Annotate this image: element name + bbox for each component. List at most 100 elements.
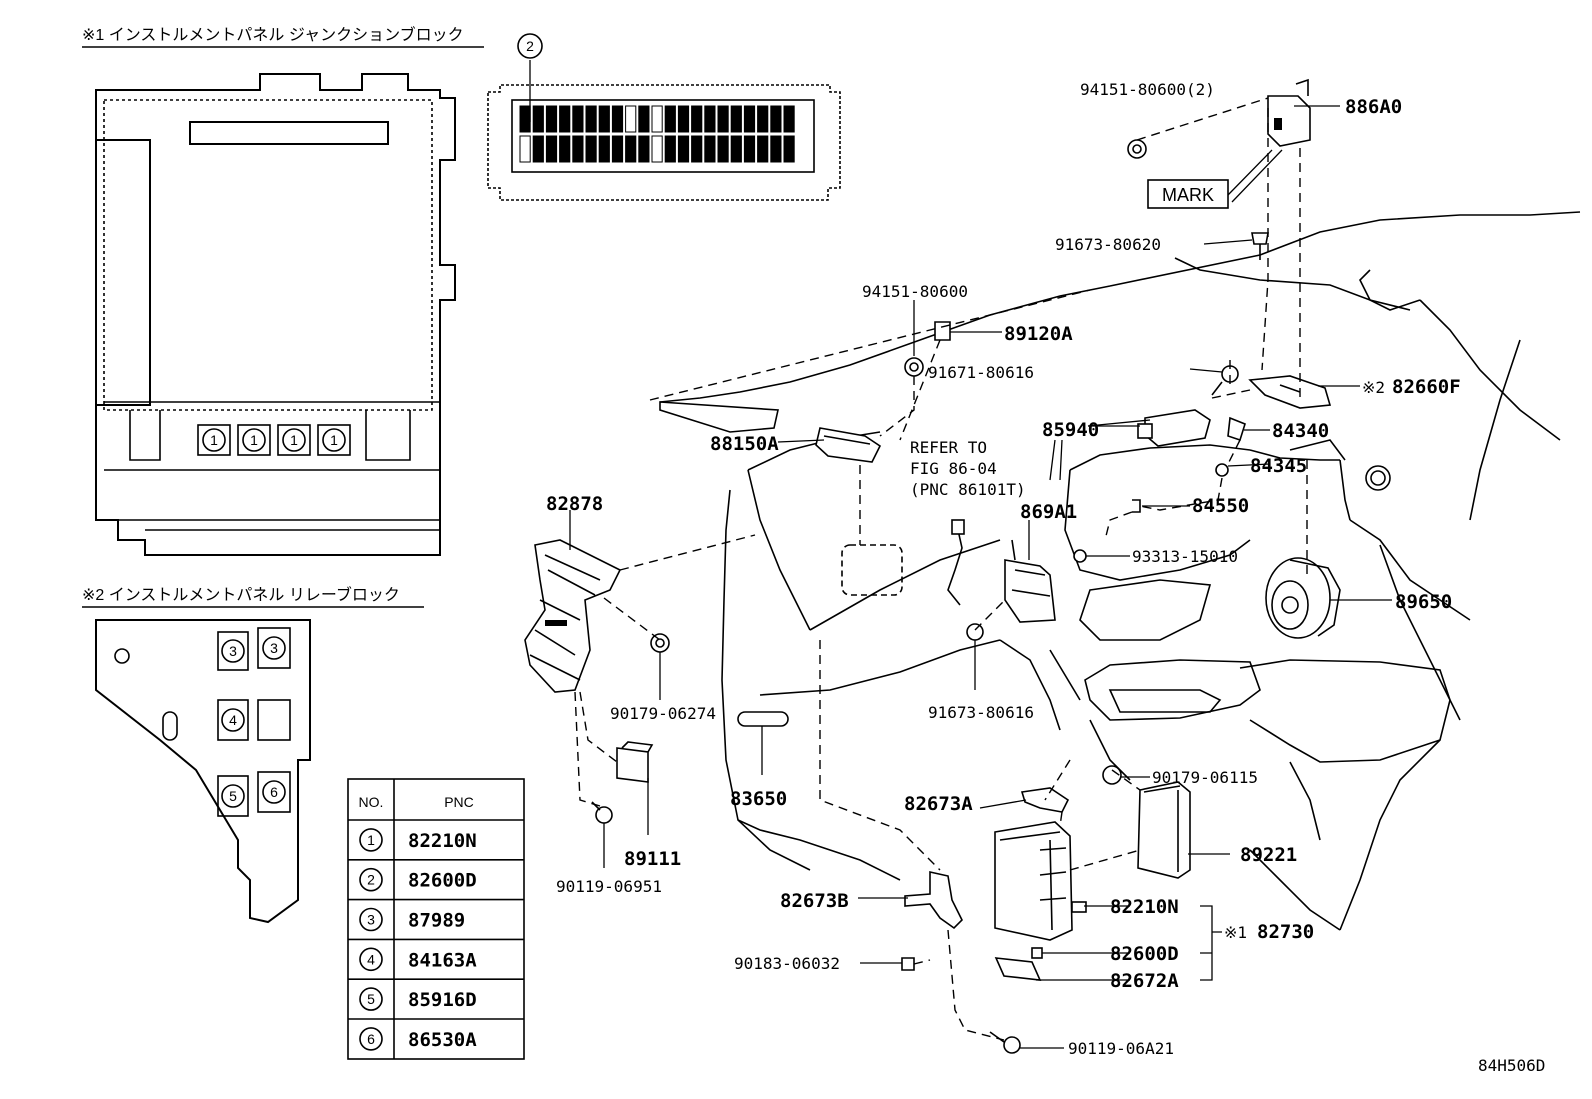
junction-block-drawing	[95, 73, 456, 556]
label-90119-06A21: 90119-06A21	[1068, 1039, 1174, 1058]
pnc-table-row-number: 6	[367, 1031, 375, 1047]
connector-strip-cell	[638, 135, 650, 163]
fuse-82600D	[1031, 947, 1043, 959]
pnc-table-row-pnc: 87989	[408, 910, 465, 932]
label-94151-80600-2: 94151-80600(2)	[1080, 80, 1215, 99]
grommet-83650	[737, 711, 789, 727]
connector-strip-cell	[717, 105, 729, 133]
junction-block-marker-1d: 1	[317, 424, 351, 456]
label-91673-80616: 91673-80616	[928, 703, 1034, 722]
sensor-85940	[1137, 409, 1211, 447]
label-88150A: 88150A	[710, 433, 779, 455]
refer-note-line-2: FIG 86-04	[910, 459, 997, 478]
label-91671-80616: 91671-80616	[928, 363, 1034, 382]
connector-strip-cell	[572, 105, 584, 133]
junction-block-marker-1c: 1	[277, 424, 311, 456]
label-82730: 82730	[1257, 921, 1314, 943]
pnc-table-header-pnc: PNC	[444, 794, 474, 810]
bracket-82878	[524, 539, 622, 693]
connector-strip-cell	[598, 135, 610, 163]
label-886A0: 886A0	[1345, 96, 1402, 118]
module-886A0	[1267, 78, 1311, 147]
cover-82672A	[994, 957, 1042, 981]
connector-strip-cell	[783, 105, 795, 133]
junction-block-marker-1a: 1	[197, 424, 231, 456]
svg-text:2: 2	[526, 38, 534, 54]
svg-text:3: 3	[270, 640, 278, 656]
connector-strip-cell	[625, 135, 637, 163]
connector-strip-cell	[585, 105, 597, 133]
clip-90179-06274	[650, 633, 670, 653]
connector-strip-cell	[572, 135, 584, 163]
label-90179-06115: 90179-06115	[1152, 768, 1258, 787]
connector-strip-cell	[730, 105, 742, 133]
bolt-91671-80616	[1211, 365, 1239, 396]
label-82672A: 82672A	[1110, 970, 1179, 992]
assembly-dash-lines	[574, 97, 1308, 1041]
refer-note-line-1: REFER TO	[910, 438, 987, 457]
junction-block-marker-1b: 1	[237, 424, 271, 456]
relay-block-title: ※2 インストルメントパネル リレーブロック	[82, 585, 400, 604]
connector-strip-marker-2: 2	[517, 33, 543, 59]
label-82600D: 82600D	[1110, 943, 1179, 965]
connector-strip-cell	[770, 105, 782, 133]
connector-strip-cell	[757, 105, 769, 133]
pnc-table-row-pnc: 86530A	[408, 1029, 477, 1051]
connector-strip-cell	[532, 105, 544, 133]
clip-94151-80600	[904, 357, 924, 377]
pnc-table-row-number: 2	[367, 872, 375, 888]
label-94151-80600: 94151-80600	[862, 282, 968, 301]
nut-84345	[1215, 463, 1229, 477]
label-82660F-prefix: ※2	[1362, 378, 1385, 397]
pnc-table-row-number: 4	[367, 951, 375, 967]
pnc-table-row-number-circle	[359, 867, 383, 892]
pnc-table-row-number-circle	[359, 828, 383, 852]
bolt-91673-80616	[966, 623, 984, 641]
connector-strip-cell	[638, 105, 650, 133]
module-88150A	[815, 427, 882, 463]
relay-block-drawing	[95, 619, 311, 924]
pnc-table-row-number: 1	[367, 832, 375, 848]
part-labels: 94151-80600(2) 886A0 91673-80620 94151-8…	[546, 80, 1461, 1058]
connector-strip-cell	[691, 105, 703, 133]
relay-marker-3a: 3	[217, 631, 249, 671]
module-869A1	[1004, 539, 1056, 623]
pnc-table-row-pnc: 82210N	[408, 830, 477, 852]
bolt-90119-06951	[591, 801, 613, 824]
connector-strip-cell	[545, 105, 558, 133]
connector-strip-cell	[519, 105, 531, 133]
connector-strip-cell	[559, 135, 571, 163]
connector-strip-cell	[611, 105, 624, 133]
connector-strip-cell	[677, 135, 690, 163]
refer-note: REFER TO FIG 86-04 (PNC 86101T)	[910, 438, 1026, 499]
label-89221: 89221	[1240, 844, 1297, 866]
label-84550: 84550	[1192, 495, 1249, 517]
svg-text:1: 1	[250, 432, 258, 448]
svg-text:1: 1	[330, 432, 338, 448]
mark-label: MARK	[1162, 185, 1214, 205]
bolt-90119-06A21	[989, 1031, 1021, 1054]
connector-strip-cell	[664, 135, 676, 163]
pnc-table-row-number: 5	[367, 991, 375, 1007]
pnc-table-row-number-circle	[359, 1027, 383, 1051]
label-93313-15010: 93313-15010	[1132, 547, 1238, 566]
relay-marker-3b: 3	[257, 627, 291, 669]
label-89111: 89111	[624, 848, 681, 870]
label-84340: 84340	[1272, 420, 1329, 442]
connector-strip-cell	[704, 135, 716, 163]
relay-marker-5: 5	[217, 775, 249, 817]
label-84345: 84345	[1250, 455, 1307, 477]
label-85940: 85940	[1042, 419, 1099, 441]
screw-93313-15010	[1073, 549, 1087, 563]
label-90183-06032: 90183-06032	[734, 954, 840, 973]
pnc-table-row-number: 3	[367, 912, 375, 928]
connector-strip-cell	[743, 135, 756, 163]
connector-strip-drawing	[487, 60, 841, 201]
screw-91673-80620	[1251, 232, 1269, 260]
label-83650: 83650	[730, 788, 787, 810]
relay-block-82660F	[1248, 375, 1332, 409]
connector-strip-cell	[651, 105, 663, 133]
label-82673A: 82673A	[904, 793, 973, 815]
connector-strip-cell	[532, 135, 544, 163]
